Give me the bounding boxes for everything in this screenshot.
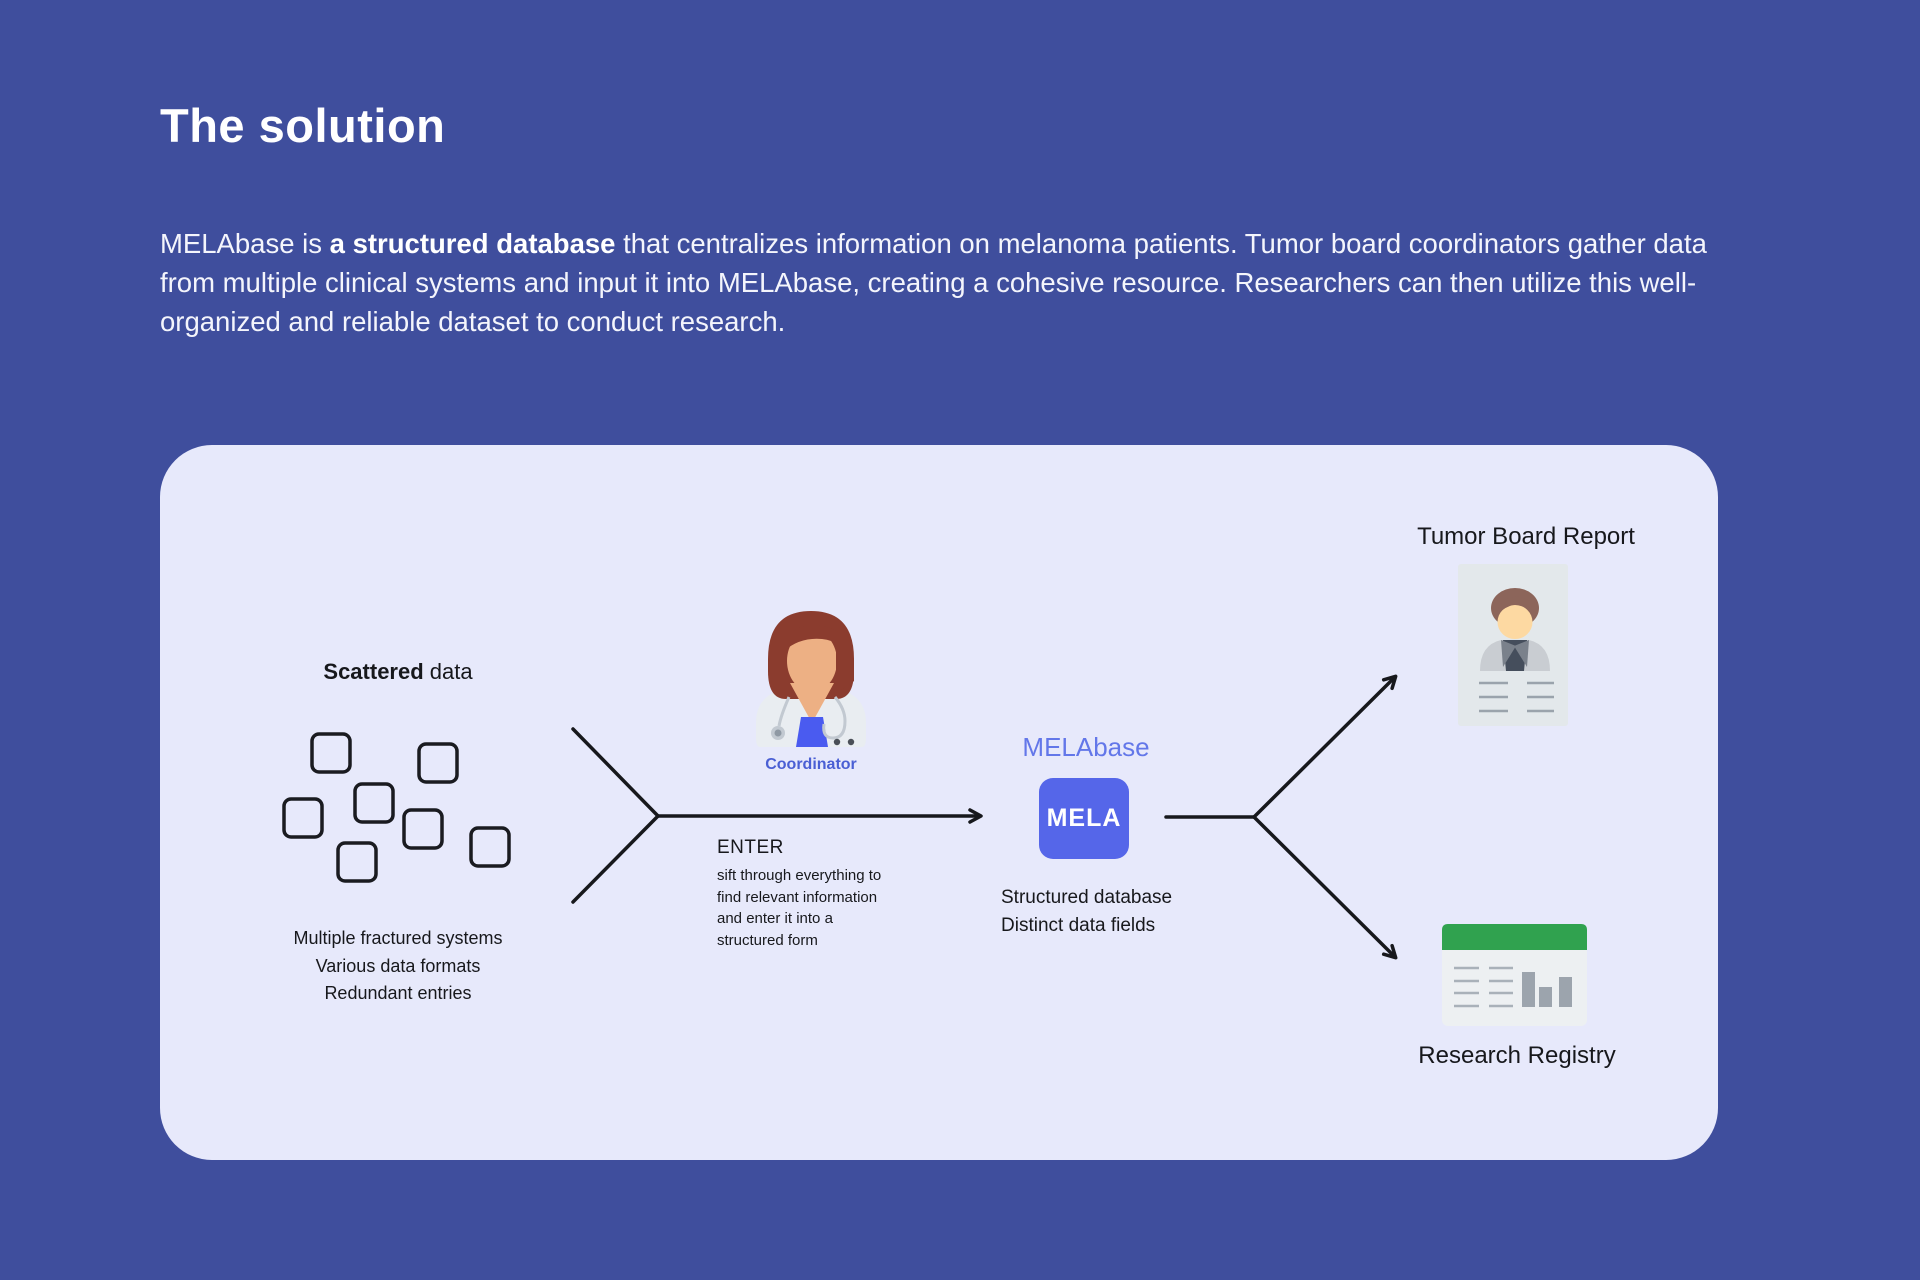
enter-description-line: and enter it into a — [717, 910, 833, 927]
enter-description-line: structured form — [717, 931, 818, 949]
scattered-data-title-bold: Scattered — [323, 659, 424, 684]
scattered-caption-line: Various data formats — [315, 955, 481, 976]
scattered-caption-line: Redundant entries — [324, 983, 472, 1003]
merge-arrow — [571, 727, 983, 904]
melabase-box-text: MELA — [1046, 804, 1122, 832]
research-registry-icon — [1442, 924, 1587, 1026]
enter-step-title: ENTER — [717, 837, 784, 858]
enter-description-line: find relevant information — [717, 888, 878, 906]
tumor-report-icon — [1458, 564, 1568, 726]
intro-text-prefix: MELAbase is — [160, 228, 330, 259]
scattered-squares-icon — [282, 732, 511, 883]
enter-description-line: sift through everything to — [717, 867, 882, 884]
coordinator-label: Coordinator — [765, 756, 857, 773]
research-registry-label: Research Registry — [1418, 1042, 1616, 1069]
split-arrow — [1164, 674, 1398, 960]
melabase-captions: Structured database Distinct data fields — [1001, 884, 1172, 939]
intro-text-bold: a structured database — [329, 228, 616, 259]
coordinator-avatar-icon — [756, 611, 866, 747]
melabase-label: MELAbase — [1022, 732, 1150, 762]
page-title: The solution — [160, 99, 446, 152]
scattered-caption-line: Multiple fractured systems — [293, 928, 503, 948]
scattered-data-title: Scattered data — [258, 659, 538, 685]
melabase-caption-line: Distinct data fields — [1001, 914, 1156, 936]
diagram-graphics — [282, 564, 1587, 1026]
melabase-caption-line: Structured database — [1001, 887, 1173, 908]
diagram-card: Scattered data Multiple fractured system… — [160, 445, 1718, 1160]
intro-paragraph: MELAbase is a structured database that c… — [160, 224, 1725, 341]
enter-step-description: sift through everything to find relevant… — [717, 865, 881, 951]
tumor-board-report-label: Tumor Board Report — [1417, 523, 1635, 550]
scattered-data-title-rest: data — [423, 659, 473, 684]
melabase-box: MELA — [1039, 778, 1129, 859]
intro-text-suffix: that centralizes information on melanoma… — [160, 228, 1707, 337]
scattered-data-captions: Multiple fractured systems Various data … — [238, 925, 558, 1008]
